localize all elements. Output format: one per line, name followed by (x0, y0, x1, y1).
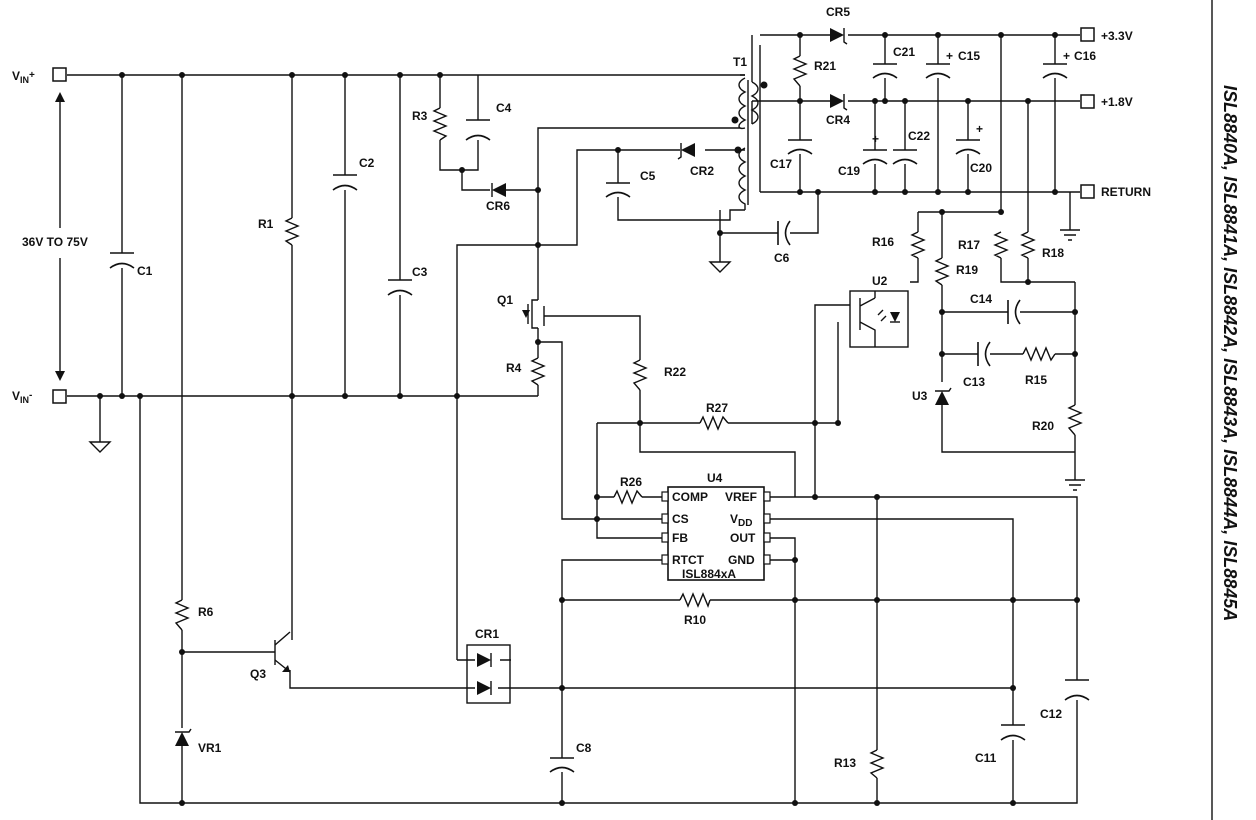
label-c19: C19 (838, 164, 860, 178)
label-c20: C20 (970, 161, 992, 175)
pin-fb: FB (672, 531, 688, 545)
ground-symbol-primary (708, 261, 732, 273)
label-cr4: CR4 (826, 113, 850, 127)
label-c2: C2 (359, 156, 375, 170)
label-q3: Q3 (250, 667, 266, 681)
out-3v3-terminal (1080, 27, 1095, 42)
label-c16: C16 (1074, 49, 1096, 63)
return-terminal (1080, 184, 1095, 199)
out-3v3-label: +3.3V (1101, 29, 1133, 43)
label-q1: Q1 (497, 293, 513, 307)
ground-symbol-vin (88, 441, 112, 453)
label-c12: C12 (1040, 707, 1062, 721)
label-r15: R15 (1025, 373, 1047, 387)
label-r13: R13 (834, 756, 856, 770)
out-1v8-label: +1.8V (1101, 95, 1133, 109)
label-c6: C6 (774, 251, 790, 265)
plus-c19: + (872, 132, 879, 146)
ic-u4 (661, 486, 771, 581)
vin-plus-label: VIN+ (12, 69, 35, 85)
junction-dots (97, 32, 1080, 806)
bjt-q3 (274, 631, 291, 673)
pin-vref: VREF (725, 490, 757, 504)
label-r16: R16 (872, 235, 894, 249)
label-r6: R6 (198, 605, 214, 619)
label-cr6: CR6 (486, 199, 510, 213)
label-c5: C5 (640, 169, 656, 183)
label-r4: R4 (506, 361, 522, 375)
label-c8: C8 (576, 741, 592, 755)
label-c1: C1 (137, 264, 153, 278)
ground-symbol-return (1060, 229, 1080, 241)
pin-cs: CS (672, 512, 689, 526)
vin-minus-label: VIN- (12, 389, 32, 405)
cr1-dual-diode (466, 644, 511, 704)
label-c11: C11 (975, 751, 997, 765)
label-r20: R20 (1032, 419, 1054, 433)
vin-minus-terminal (52, 389, 67, 404)
label-cr5: CR5 (826, 5, 850, 19)
pin-vdd: VDD (730, 512, 752, 529)
ic-labels: U4 COMP CS FB RTCT VREF VDD OUT GND ISL8… (672, 471, 757, 581)
pin-rtct: RTCT (672, 553, 705, 567)
input-range-label: 36V TO 75V (22, 235, 88, 249)
pin-comp: COMP (672, 490, 708, 504)
ic-part-number: ISL884xA (682, 567, 736, 581)
label-r19: R19 (956, 263, 978, 277)
mosfet-q1 (522, 299, 556, 329)
label-r17: R17 (958, 238, 980, 252)
ground-symbol-secondary (1065, 479, 1085, 491)
u4-ref: U4 (707, 471, 723, 485)
optocoupler-u2 (849, 290, 909, 348)
out-1v8-terminal (1080, 94, 1095, 109)
wires (67, 34, 1080, 804)
label-r1: R1 (258, 217, 274, 231)
transformer-t1 (731, 35, 768, 210)
return-label: RETURN (1101, 185, 1151, 199)
plus-c15: + (946, 49, 953, 63)
label-t1: T1 (733, 55, 747, 69)
label-c22: C22 (908, 129, 930, 143)
label-r18: R18 (1042, 246, 1064, 260)
capacitors (109, 63, 1090, 773)
label-cr2: CR2 (690, 164, 714, 178)
terminal-labels: VIN+ VIN- +3.3V +1.8V RETURN 36V TO 75V (12, 29, 1151, 405)
pin-out: OUT (730, 531, 756, 545)
label-vr1: VR1 (198, 741, 222, 755)
label-r27: R27 (706, 401, 728, 415)
vin-plus-terminal (52, 67, 67, 82)
label-cr1: CR1 (475, 627, 499, 641)
plus-c20: + (976, 122, 983, 136)
label-c14: C14 (970, 292, 992, 306)
label-r10: R10 (684, 613, 706, 627)
label-c13: C13 (963, 375, 985, 389)
component-labels: T1 CR5 CR4 CR2 CR6 CR1 C1 C2 C3 C4 C5 C6… (137, 5, 1096, 770)
input-range-arrow (55, 92, 65, 381)
diodes (175, 28, 952, 746)
label-u3: U3 (912, 389, 928, 403)
label-c4: C4 (496, 101, 512, 115)
label-r22: R22 (664, 365, 686, 379)
plus-c16: + (1063, 49, 1070, 63)
label-r21: R21 (814, 59, 836, 73)
resistors (174, 55, 1083, 779)
label-c17: C17 (770, 157, 792, 171)
pin-gnd: GND (728, 553, 755, 567)
label-c15: C15 (958, 49, 980, 63)
side-part-title: ISL8840A, ISL8841A, ISL8842A, ISL8843A, … (1220, 85, 1240, 621)
label-r3: R3 (412, 109, 428, 123)
label-c3: C3 (412, 265, 428, 279)
label-c21: C21 (893, 45, 915, 59)
label-r26: R26 (620, 475, 642, 489)
label-u2: U2 (872, 274, 888, 288)
